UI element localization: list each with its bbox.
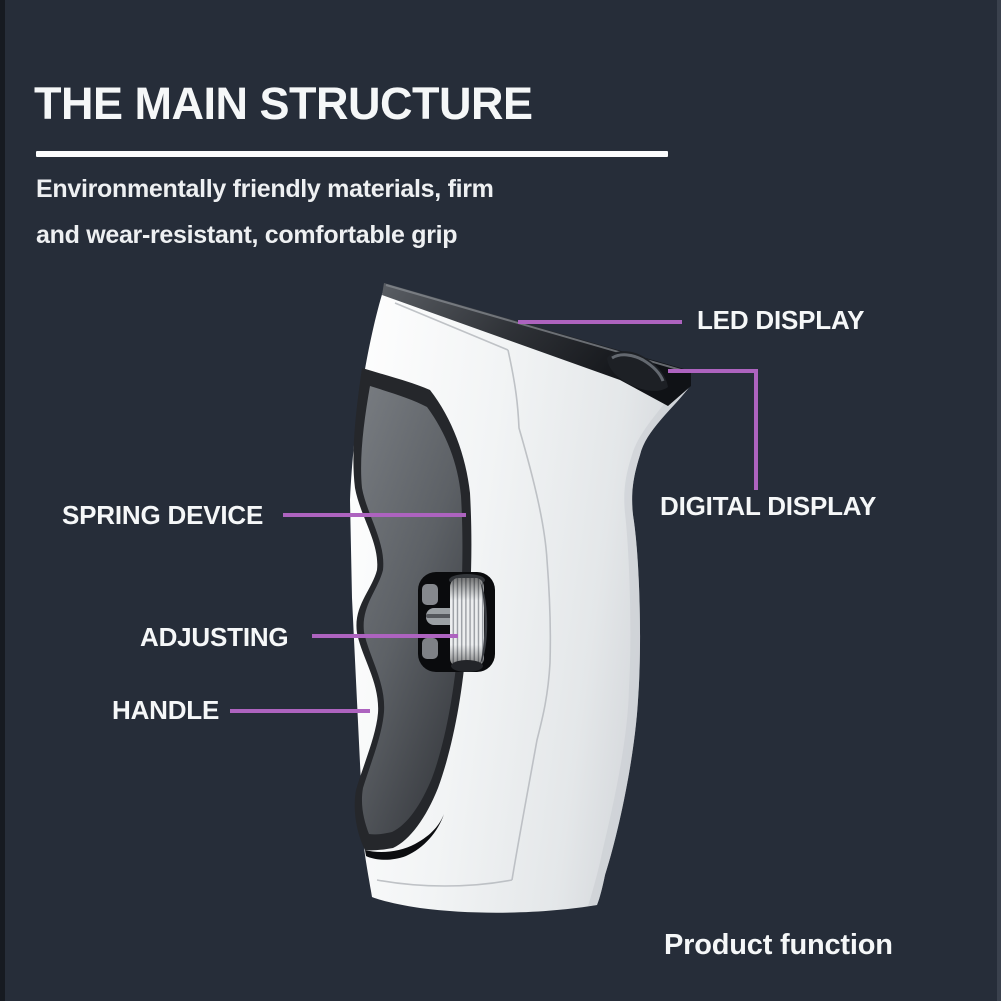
title-divider [36,151,668,157]
digital-display-label: DIGITAL DISPLAY [660,491,877,521]
left-edge-strip [0,0,5,1001]
footer-caption: Product function [664,929,893,961]
digital-display-line-vertical [754,369,758,490]
grip-bottom-shadow [365,814,444,860]
handle-label: HANDLE [112,695,220,725]
right-edge-strip [997,0,1001,1001]
subtitle-line-2: and wear-resistant, comfortable grip [36,221,458,249]
body-seam-lines [376,302,552,887]
page-title: THE MAIN STRUCTURE [34,78,533,129]
spring-device-label: SPRING DEVICE [62,500,264,530]
adjusting-line [312,634,458,638]
led-display-panel [382,283,691,406]
led-display-line [518,320,682,324]
led-display-label: LED DISPLAY [697,305,865,335]
body-edge-shade [588,382,691,906]
digital-display-line-horizontal [668,369,758,373]
grip-inner-face [361,386,463,835]
page-subtitle: Environmentally friendly materials, firm… [36,166,494,258]
spring-device-line [283,513,466,517]
product-illustration [350,283,691,913]
digital-buttons-highlight [611,353,665,382]
adjusting-knob [418,572,495,672]
adjusting-label: ADJUSTING [140,622,289,652]
digital-display-buttons [607,351,668,391]
subtitle-line-1: Environmentally friendly materials, firm [36,175,494,203]
handle-line [230,709,370,713]
